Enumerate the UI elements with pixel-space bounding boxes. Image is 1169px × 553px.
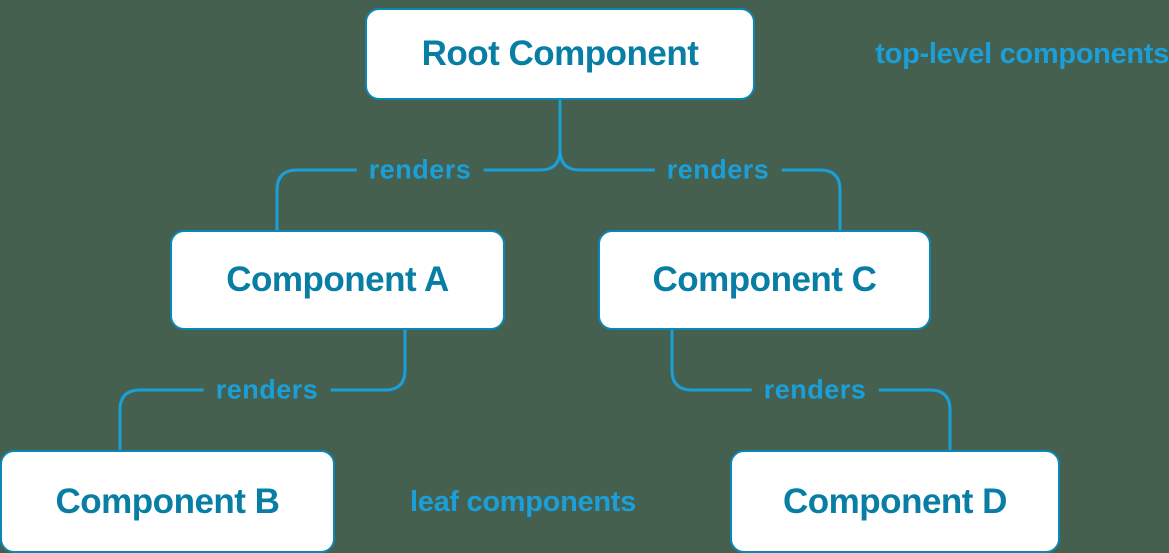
node-root-component: Root Component	[365, 8, 755, 100]
node-component-a: Component A	[170, 230, 505, 330]
node-c-label: Component C	[652, 260, 877, 299]
edge-label-renders-c-d: renders	[751, 374, 879, 406]
node-d-label: Component D	[783, 481, 1007, 521]
annotation-leaf-components: leaf components	[410, 486, 636, 518]
node-component-c: Component C	[598, 230, 931, 330]
node-component-b: Component B	[0, 450, 335, 553]
edge-label-renders-a-b: renders	[203, 374, 331, 406]
node-b-label: Component B	[55, 481, 280, 521]
node-root-label: Root Component	[421, 34, 699, 73]
edge-label-renders-root-c: renders	[654, 154, 782, 186]
edge-label-renders-root-a: renders	[356, 154, 484, 186]
node-a-label: Component A	[226, 260, 449, 299]
node-component-d: Component D	[730, 450, 1060, 553]
annotation-top-level-components: top-level components	[875, 38, 1169, 70]
